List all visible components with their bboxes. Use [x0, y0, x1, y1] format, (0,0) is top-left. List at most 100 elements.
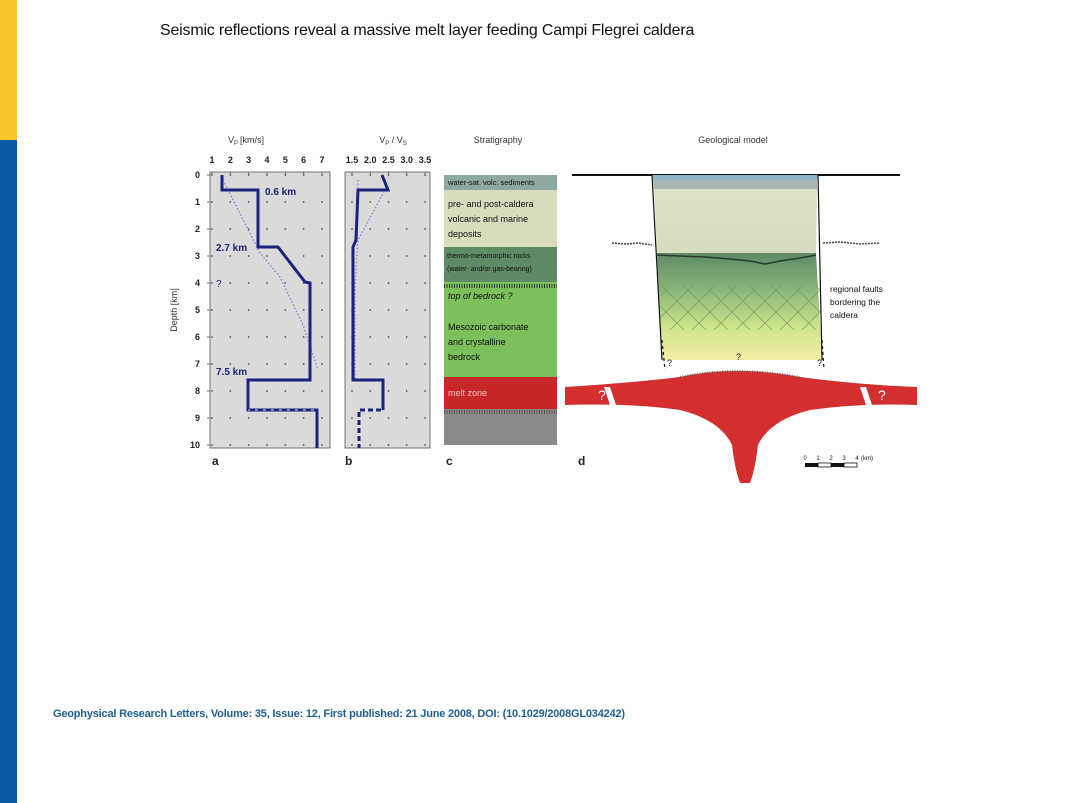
- panel-b-x-tick: 1.5: [346, 155, 359, 165]
- horizon-right: [822, 241, 881, 245]
- panel-a-y-tick: 3: [195, 251, 200, 261]
- panel-b-xlabel: VP / VS: [379, 135, 407, 147]
- panel-c-letter: c: [446, 454, 453, 468]
- horizon-left: [611, 242, 653, 246]
- panel-a-x-tick: 7: [319, 155, 324, 165]
- fault-right: [817, 174, 823, 361]
- layer-label-9: bedrock: [448, 352, 481, 362]
- panel-a-x-tick: 6: [301, 155, 306, 165]
- layer-thermo-metamorphic: [444, 247, 557, 282]
- annotation-7-5km: 7.5 km: [216, 367, 247, 378]
- annotation-question: ?: [216, 279, 222, 290]
- panel-b-ratio-profile: [351, 174, 391, 410]
- model-question-middle: ?: [736, 352, 741, 362]
- citation: Geophysical Research Letters, Volume: 35…: [53, 708, 625, 720]
- layer-label-0: water-sat. volc. sediments: [447, 178, 535, 187]
- accent-bar-blue: [0, 140, 17, 803]
- break-left: [604, 387, 616, 405]
- panel-a-frame: [209, 171, 331, 449]
- panel-b-x-tick: 3.0: [400, 155, 413, 165]
- model-question-right: ?: [817, 358, 822, 368]
- panel-b-x-tick: 2.0: [364, 155, 377, 165]
- scale-tick-1: 1: [816, 456, 820, 462]
- panel-a-y-tick: 7: [195, 359, 200, 369]
- panel-d-title: Geological model: [698, 135, 768, 145]
- fault-left: [651, 174, 663, 361]
- layer-label-6: top of bedrock ?: [448, 291, 513, 301]
- panel-b-x-tick: 2.5: [382, 155, 395, 165]
- panel-b-ratio-dashed: [357, 380, 385, 448]
- layer-label-7: Mesozoic carbonate: [448, 322, 529, 332]
- panel-c: Stratigraphy water-sat. volc. sediments …: [444, 135, 557, 468]
- panel-b: VP / VS 1.5 2.0 2.5 3.0 3.5 b: [344, 135, 432, 468]
- melt-question-right: ?: [878, 387, 886, 403]
- panel-a-xlabel: VP[km/s]: [228, 135, 264, 147]
- panel-d: Geological model ? ? ? ? ? regional faul…: [565, 135, 917, 483]
- fault-label-line-3: caldera: [830, 310, 858, 320]
- panel-a-y-tick: 9: [195, 413, 200, 423]
- panel-a-y-ticks: 0 1 2 3 4 5 6 7 8 9 10: [190, 170, 210, 450]
- layer-label-5: (water- and/or gas-bearing): [447, 266, 532, 273]
- panel-a-reference-curve: [222, 179, 319, 371]
- panel-b-reference-curve: [354, 180, 387, 380]
- panel-a-y-tick: 2: [195, 224, 200, 234]
- annotation-0-6km: 0.6 km: [265, 187, 296, 198]
- fault-right-dashed: [821, 339, 825, 371]
- layer-label-3: deposits: [448, 229, 482, 239]
- panel-c-title: Stratigraphy: [474, 135, 523, 145]
- layer-melt-zone: [444, 377, 557, 409]
- panel-b-frame: [344, 171, 431, 449]
- panel-d-letter: d: [578, 454, 585, 468]
- scale-tick-0: 0: [803, 456, 807, 462]
- melt-question-left: ?: [598, 387, 606, 403]
- fault-label-line-1: regional faults: [830, 284, 883, 294]
- scale-tick-2: 2: [829, 456, 833, 462]
- model-question-left: ?: [667, 358, 672, 368]
- horizon-inside: [656, 254, 817, 265]
- fault-left-dashed: [661, 339, 666, 371]
- layer-label-8: and crystalline: [448, 337, 506, 347]
- panel-a-y-tick: 8: [195, 386, 200, 396]
- panel-a-vp-dashed: [246, 380, 319, 448]
- panel-a-x-tick: 4: [264, 155, 269, 165]
- panel-a-x-tick: 3: [246, 155, 251, 165]
- layer-deposits: [444, 190, 557, 247]
- panel-a-letter: a: [212, 454, 219, 468]
- panel-a-x-tick: 1: [209, 155, 214, 165]
- break-right: [860, 387, 872, 405]
- annotation-2-7km: 2.7 km: [216, 243, 247, 254]
- layer-label-1: pre- and post-caldera: [448, 199, 534, 209]
- layer-basement: [444, 409, 557, 445]
- panel-a-y-tick: 5: [195, 305, 200, 315]
- slide-title: Seismic reflections reveal a massive mel…: [160, 22, 695, 39]
- panel-a-y-tick: 0: [195, 170, 200, 180]
- panel-a-y-tick: 4: [195, 278, 200, 288]
- panel-b-x-tick: 3.5: [419, 155, 432, 165]
- scale-bar: 0 1 2 3 4 (km): [803, 456, 873, 468]
- panel-a-x-tick: 2: [228, 155, 233, 165]
- panel-a-x-tick: 5: [283, 155, 288, 165]
- melt-top-boundary: [679, 370, 801, 378]
- layer-bedrock: [444, 282, 557, 377]
- melt-zone: [565, 371, 917, 483]
- layer-label-2: volcanic and marine: [448, 214, 528, 224]
- scale-unit: (km): [861, 456, 873, 462]
- scale-tick-4: 4: [855, 456, 859, 462]
- layer-sediments: [444, 175, 557, 190]
- layer-label-10: melt zone: [448, 388, 487, 398]
- layer-label-4: thermo-metamorphic rocks: [447, 253, 531, 260]
- accent-bar-yellow: [0, 0, 17, 140]
- panel-b-letter: b: [345, 454, 352, 468]
- scale-tick-3: 3: [842, 456, 846, 462]
- panel-a-y-tick: 6: [195, 332, 200, 342]
- caldera-hatch: [660, 285, 821, 330]
- panel-a-y-tick: 1: [195, 197, 200, 207]
- panel-a-grid-dots: [211, 174, 323, 446]
- caldera-sediment-layer: [653, 180, 817, 189]
- depth-axis-label: Depth [km]: [169, 288, 179, 332]
- panel-a-y-tick: 10: [190, 440, 200, 450]
- caldera-deposits: [654, 189, 817, 253]
